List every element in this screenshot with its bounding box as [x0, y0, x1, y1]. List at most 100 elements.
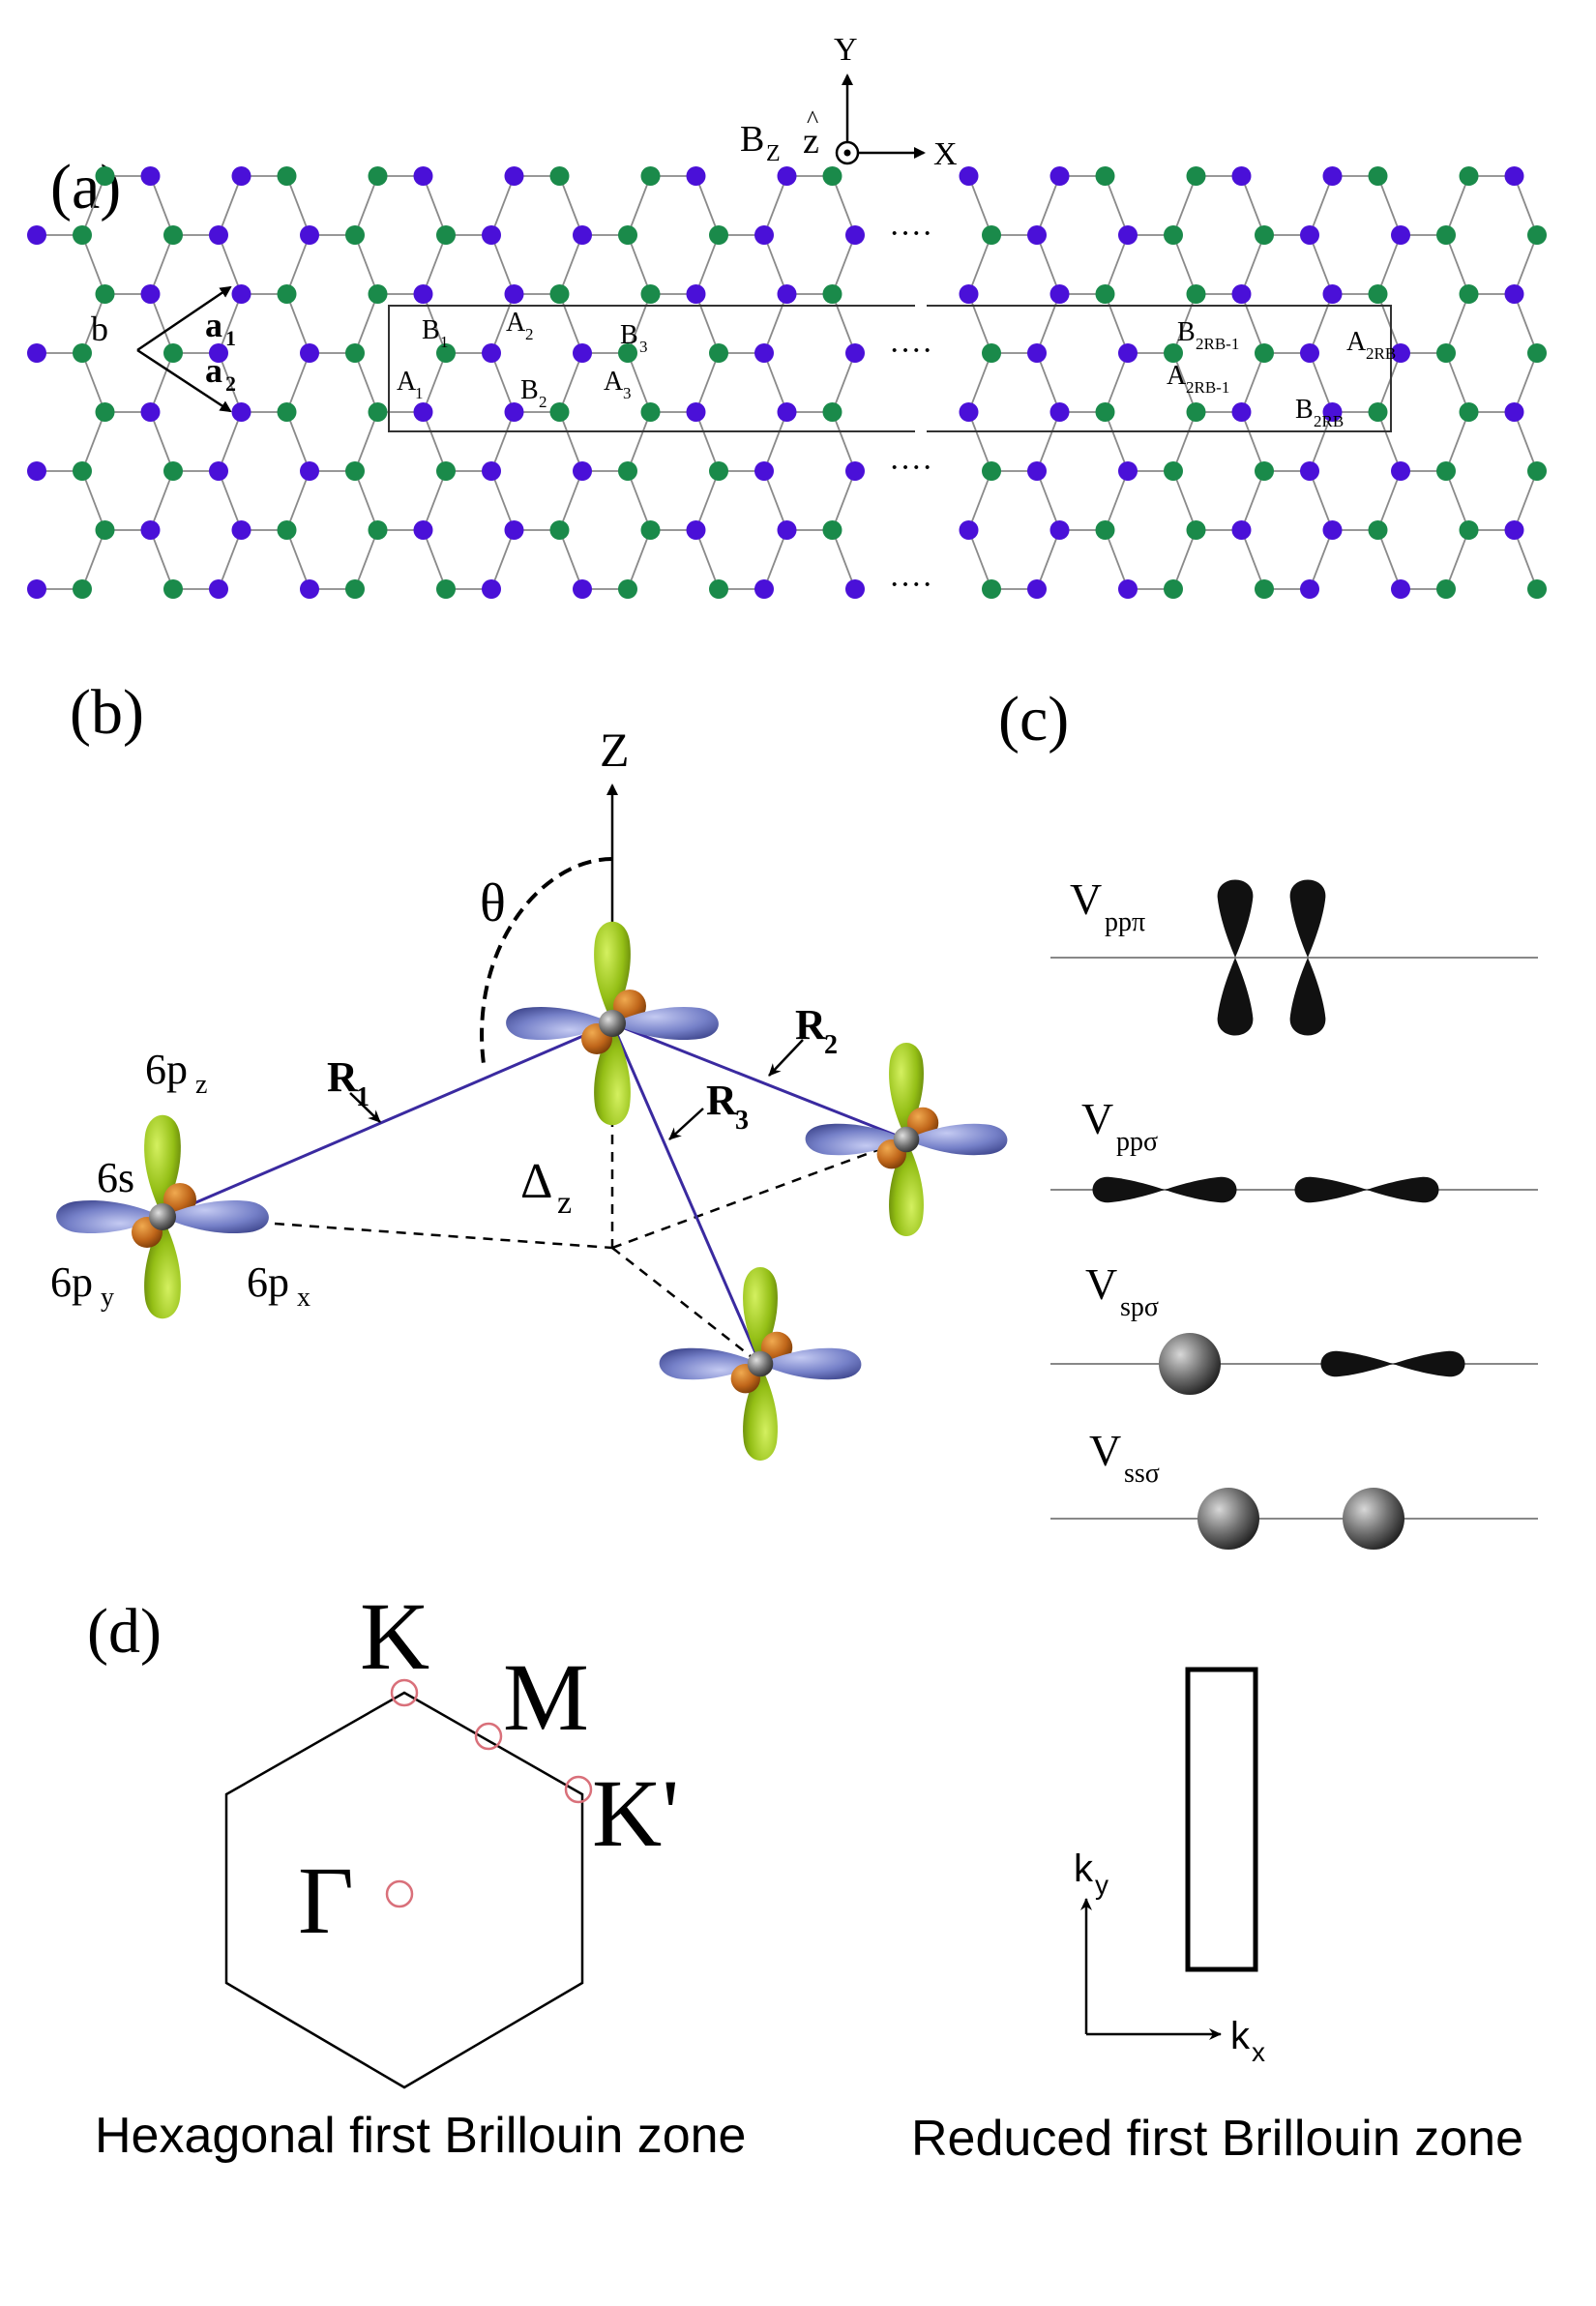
svg-text:B: B	[520, 375, 539, 405]
lattice-bond	[1309, 411, 1334, 472]
atom-site-a	[618, 579, 637, 599]
svg-text:ppπ: ppπ	[1105, 907, 1145, 937]
atom-site-a	[982, 225, 1001, 245]
lattice-bond	[1240, 529, 1265, 590]
lattice-bond	[354, 293, 379, 354]
lattice-bond	[1513, 234, 1538, 295]
x-axis-label: X	[933, 136, 958, 172]
atom-site-b	[686, 402, 706, 422]
atom-site-b	[231, 402, 251, 422]
lattice-bond	[1445, 293, 1470, 354]
panel-b: (b) Z θ R 1 R	[50, 677, 1007, 1461]
svg-text:2RB-1: 2RB-1	[1186, 378, 1229, 397]
atom-site-b	[1049, 520, 1070, 540]
atom-site-b	[300, 579, 319, 599]
lattice-bond	[1309, 234, 1334, 295]
lattice-bond	[695, 352, 720, 413]
lattice-bond	[763, 175, 788, 236]
atom-top	[506, 922, 719, 1126]
lattice-bond	[763, 293, 788, 354]
lattice-bond	[695, 175, 720, 236]
lattice-bond	[149, 293, 174, 354]
panel-a: (a) Y X B Z z ^ ···· ···· ···· ····	[27, 32, 1547, 603]
lattice-bond	[695, 529, 720, 590]
lattice-bond	[763, 470, 788, 531]
lattice-bond	[558, 293, 583, 354]
atom-site-b	[1300, 225, 1319, 245]
r3-label: R	[706, 1077, 738, 1124]
atom-site-b	[1391, 343, 1410, 363]
lattice-bond	[149, 529, 174, 590]
lattice-bond	[81, 234, 106, 295]
atom-site-b	[413, 166, 433, 186]
svg-text:2RB-1: 2RB-1	[1196, 335, 1239, 353]
lattice-bond	[1172, 470, 1197, 531]
atom-site-a	[163, 579, 183, 599]
atom-site-b	[845, 461, 865, 481]
atom-site-a	[436, 225, 456, 245]
lattice-bond	[627, 234, 652, 295]
atom-bottom	[660, 1267, 862, 1461]
svg-text:····: ····	[889, 567, 932, 603]
lattice-bond	[627, 293, 652, 354]
panel-c: (c) V ppπ V ppσ V spσ	[998, 684, 1538, 1550]
bond-vectors	[162, 1021, 907, 1365]
atom-site-b	[845, 579, 865, 599]
atom-site-a	[709, 461, 728, 481]
lattice-bond	[967, 529, 992, 590]
atom-site-a	[1527, 579, 1547, 599]
atom-site-a	[345, 343, 365, 363]
lattice-bond	[1240, 352, 1265, 413]
atom-site-b	[1027, 343, 1047, 363]
atom-site-b	[209, 225, 228, 245]
lattice-bond	[1513, 352, 1538, 413]
lattice-bond	[1036, 352, 1061, 413]
lattice-bond	[1036, 293, 1061, 354]
lattice-bond	[1240, 470, 1265, 531]
atom-site-a	[822, 166, 842, 186]
lattice-bond	[763, 411, 788, 472]
lattice-bond	[1376, 175, 1402, 236]
lattice-bond	[831, 234, 856, 295]
panel-b-label: (b)	[70, 677, 144, 748]
lattice-bond	[218, 411, 243, 472]
atom-site-b	[1391, 579, 1410, 599]
lattice-bond	[422, 411, 447, 472]
atom-site-b	[845, 343, 865, 363]
atom-site-b	[413, 402, 433, 422]
svg-text:V: V	[1081, 1094, 1113, 1143]
lattice-bond	[1445, 411, 1470, 472]
svg-text:B: B	[1177, 317, 1196, 347]
delta-sub: z	[557, 1185, 572, 1221]
svg-text:6p: 6p	[50, 1258, 93, 1306]
svg-text:3: 3	[639, 338, 648, 356]
atom-site-b	[1391, 461, 1410, 481]
atom-site-a	[982, 343, 1001, 363]
atom-site-a	[163, 343, 183, 363]
unit-cell	[388, 305, 1392, 432]
lattice-bond	[422, 175, 447, 236]
lattice-bond	[81, 175, 106, 236]
ky-sub: y	[1095, 1870, 1108, 1900]
atom-site-b	[754, 343, 774, 363]
lattice-bond	[1376, 411, 1402, 472]
atom-site-b	[1300, 461, 1319, 481]
lattice-bond	[81, 529, 106, 590]
atom-site-b	[573, 343, 592, 363]
atom-site-a	[1164, 461, 1183, 481]
atom-site-b	[300, 461, 319, 481]
lattice-bond	[1513, 411, 1538, 472]
lattice-bond	[490, 411, 516, 472]
lattice-bond	[695, 293, 720, 354]
svg-text:A: A	[1346, 327, 1367, 357]
atom-site-a	[73, 343, 92, 363]
svg-text:2RB: 2RB	[1314, 412, 1344, 430]
r3-sub: 3	[735, 1106, 749, 1136]
atom-site-a	[822, 520, 842, 540]
lattice-bond	[1513, 470, 1538, 531]
atom-site-a	[277, 284, 297, 304]
